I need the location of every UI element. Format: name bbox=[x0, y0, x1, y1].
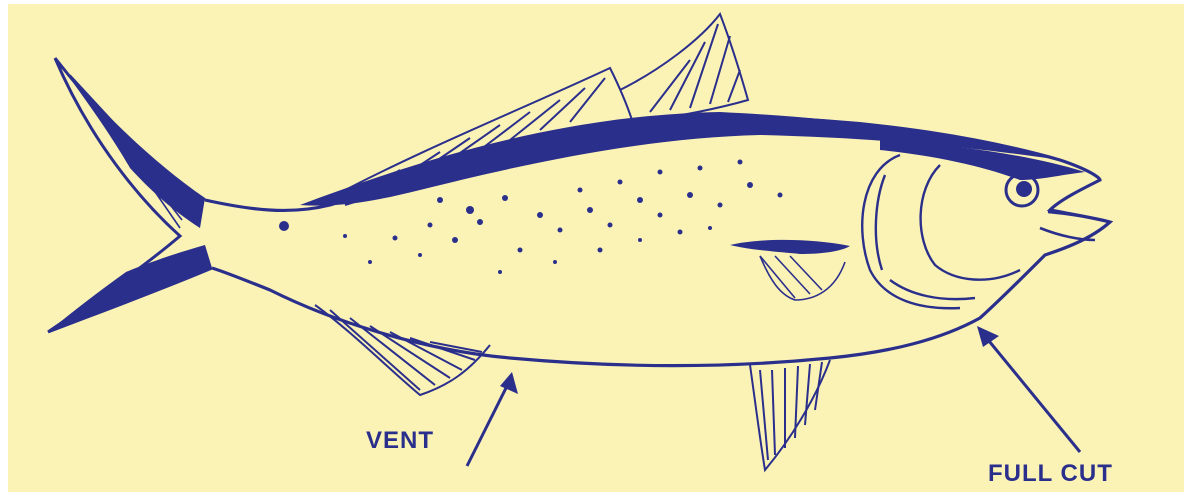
vent-label: VENT bbox=[366, 427, 434, 455]
ventral-fin bbox=[750, 360, 830, 470]
pectoral-fin bbox=[730, 240, 850, 254]
full-cut-label: FULL CUT bbox=[988, 460, 1113, 488]
gill-cover bbox=[862, 155, 1020, 308]
vent-arrow bbox=[467, 376, 512, 466]
full-cut-arrowhead bbox=[977, 326, 999, 347]
full-cut-arrow bbox=[980, 330, 1080, 452]
body-spots bbox=[279, 160, 783, 275]
vent-arrowhead bbox=[500, 372, 518, 394]
tail-fin-lower bbox=[48, 245, 212, 332]
